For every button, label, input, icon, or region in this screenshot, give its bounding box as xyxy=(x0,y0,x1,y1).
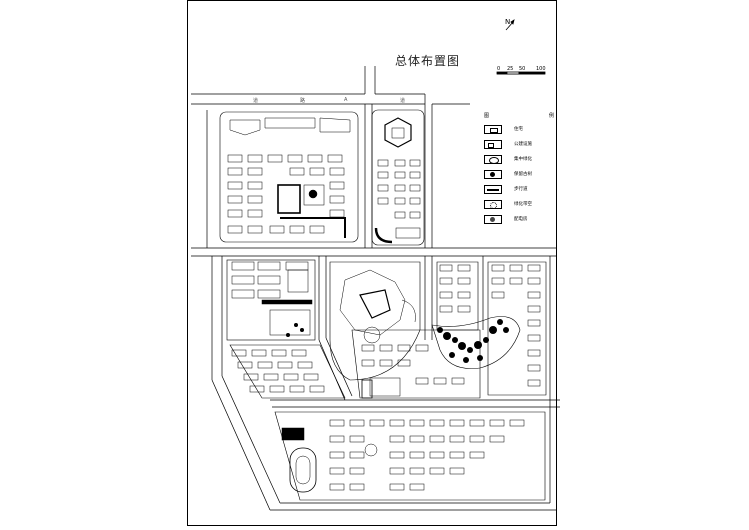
legend-label: 公建设施 xyxy=(514,142,532,147)
power-room-symbol-icon xyxy=(484,215,502,224)
legend-label: 住宅 xyxy=(514,127,523,132)
public-facility-symbol-icon xyxy=(484,140,502,149)
scale-label-25: 25 xyxy=(507,66,514,72)
legend-item-public-facility: 公建设施 xyxy=(484,140,554,154)
legend-label: 保留古树 xyxy=(514,172,532,177)
drawing-sheet-frame xyxy=(187,0,557,526)
drawing-title: 总体布置图 xyxy=(395,54,461,68)
road-label: 路 xyxy=(300,98,306,104)
walkway-symbol-icon xyxy=(484,185,502,194)
legend-title-char-2: 例 xyxy=(548,113,554,119)
housing-symbol-icon xyxy=(484,125,502,134)
road-label: 道 xyxy=(253,98,259,104)
road-label: 道 xyxy=(400,98,406,104)
scale-label-50: 50 xyxy=(519,66,526,72)
green-belt-symbol-icon xyxy=(484,200,502,209)
building-footprints xyxy=(231,261,541,387)
legend-label: 步行道 xyxy=(514,187,528,192)
legend-item-housing: 住宅 xyxy=(484,125,554,139)
scale-label-0: 0 xyxy=(497,66,501,72)
building-footprints xyxy=(231,344,465,397)
scale-label-100: 100 xyxy=(536,66,546,72)
north-label: N xyxy=(505,18,511,26)
block-outlines xyxy=(219,109,547,501)
legend-item-walkway: 步行道 xyxy=(484,185,554,199)
scale-bar xyxy=(496,71,546,75)
road-network xyxy=(191,66,560,511)
central-green-symbol-icon xyxy=(484,155,502,164)
building-footprints xyxy=(281,379,525,493)
building-footprints xyxy=(374,117,421,244)
building-footprints xyxy=(227,117,351,238)
road-label: A xyxy=(344,97,348,103)
legend-label: 配电房 xyxy=(514,217,528,222)
legend-label: 绿化带空 xyxy=(514,202,532,207)
legend-item-preserved-tree: 保留古树 xyxy=(484,170,554,184)
central-green-area xyxy=(286,319,509,363)
legend-item-power-room: 配电房 xyxy=(484,215,554,229)
legend-title: 图 例 xyxy=(484,112,554,119)
legend-label: 集中绿化 xyxy=(514,157,532,162)
preserved-tree-symbol-icon xyxy=(484,170,502,179)
legend-item-central-green: 集中绿化 xyxy=(484,155,554,169)
legend-item-green-belt: 绿化带空 xyxy=(484,200,554,214)
legend-title-char-1: 图 xyxy=(484,113,490,119)
central-green-outline xyxy=(431,316,521,369)
north-arrow-icon xyxy=(505,19,515,31)
